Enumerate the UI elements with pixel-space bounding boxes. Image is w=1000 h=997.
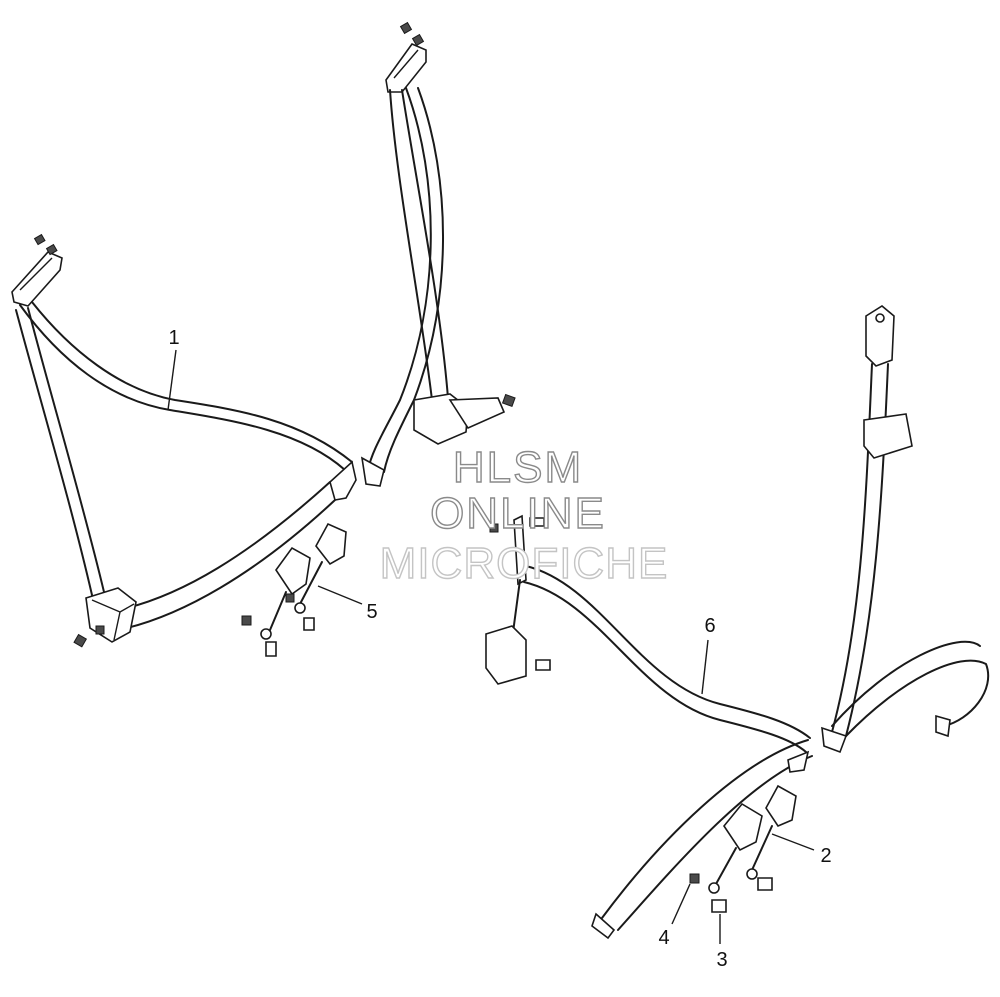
seat-belt-middle-upper [360, 21, 516, 487]
watermark-line-3: MICROFICHE [380, 539, 669, 588]
seat-belt-assembly-right [485, 305, 989, 940]
leader-lines [167, 349, 815, 944]
callout-2: 2 [820, 845, 831, 867]
buckle-group-5 [241, 522, 347, 657]
callout-4: 4 [658, 927, 669, 949]
watermark-line-1: HLSM [453, 443, 583, 492]
callout-1: 1 [168, 327, 179, 349]
callout-3: 3 [716, 949, 727, 971]
watermark-line-2: ONLINE [430, 489, 606, 538]
seat-belt-assembly-left [11, 233, 357, 648]
callout-5: 5 [366, 601, 377, 623]
buckle-group-2 [689, 784, 797, 913]
callout-6: 6 [704, 615, 715, 637]
